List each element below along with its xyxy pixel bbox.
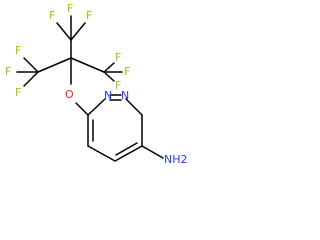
atom-label-fluorine: F xyxy=(86,9,92,22)
bond xyxy=(23,71,39,87)
bond xyxy=(70,22,86,41)
atom-label-fluorine: F xyxy=(49,9,55,22)
atom-labels: F F F F F F F F F O N N NH2 xyxy=(5,2,188,166)
atom-label-fluorine: F xyxy=(124,65,130,78)
atom-label-oxygen: O xyxy=(65,88,74,101)
bond xyxy=(56,22,72,41)
atom-label-fluorine: F xyxy=(115,79,121,92)
bond xyxy=(87,145,116,162)
bond xyxy=(103,62,115,73)
atom-label-nitrogen: N xyxy=(104,89,112,102)
structure-canvas: F F F F F F F F F O N N NH2 xyxy=(5,2,188,166)
bond xyxy=(114,145,143,162)
atom-label-fluorine: F xyxy=(15,44,21,57)
bond xyxy=(103,71,115,82)
atom-label-amine: NH2 xyxy=(164,153,188,166)
bond xyxy=(70,57,105,73)
bond xyxy=(23,57,39,73)
bond xyxy=(141,145,164,159)
atom-label-nitrogen: N xyxy=(121,89,129,102)
bond xyxy=(87,98,106,116)
bonds xyxy=(16,15,164,162)
atom-label-fluorine: F xyxy=(115,51,121,64)
bond xyxy=(37,57,72,73)
bond xyxy=(115,142,138,156)
molecule-diagram: F F F F F F F F F O N N NH2 xyxy=(5,2,188,166)
atom-label-fluorine: F xyxy=(5,65,11,78)
bond xyxy=(75,102,89,116)
atom-label-fluorine: F xyxy=(15,86,21,99)
atom-label-fluorine: F xyxy=(67,2,73,15)
bond xyxy=(125,98,143,116)
